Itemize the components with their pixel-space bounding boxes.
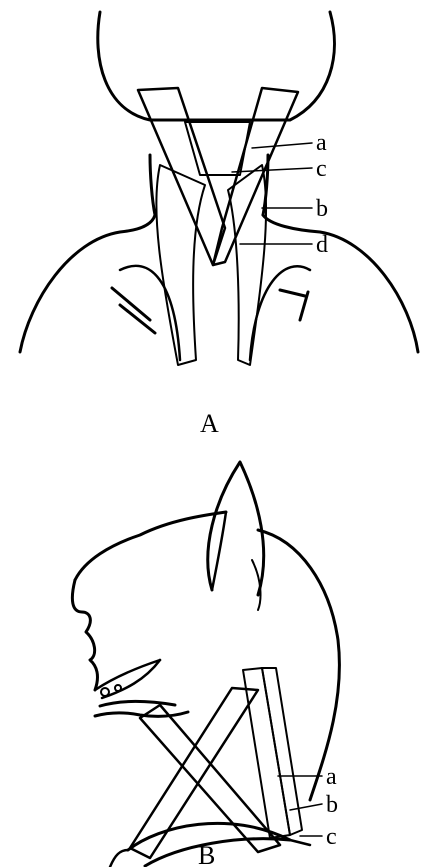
label-c-panel-a: c: [316, 156, 327, 182]
label-c-panel-b: c: [326, 824, 337, 850]
muscle-group-b: [262, 668, 302, 835]
panel-a-drawing: [20, 12, 418, 365]
panel-a-caption: A: [200, 409, 219, 438]
deep-muscle-right: [228, 165, 266, 365]
deep-muscle-left: [156, 165, 205, 365]
sternocleidomastoid-right: [213, 88, 298, 265]
label-d-panel-a: d: [316, 232, 328, 258]
panel-b-caption: B: [198, 841, 215, 867]
label-a-panel-a: a: [316, 130, 327, 156]
label-b-panel-b: b: [326, 792, 338, 818]
label-b-panel-a: b: [316, 196, 328, 222]
label-a-panel-b: a: [326, 764, 337, 790]
panel-b-drawing: [72, 462, 339, 867]
strap-muscle-1: [140, 705, 280, 852]
